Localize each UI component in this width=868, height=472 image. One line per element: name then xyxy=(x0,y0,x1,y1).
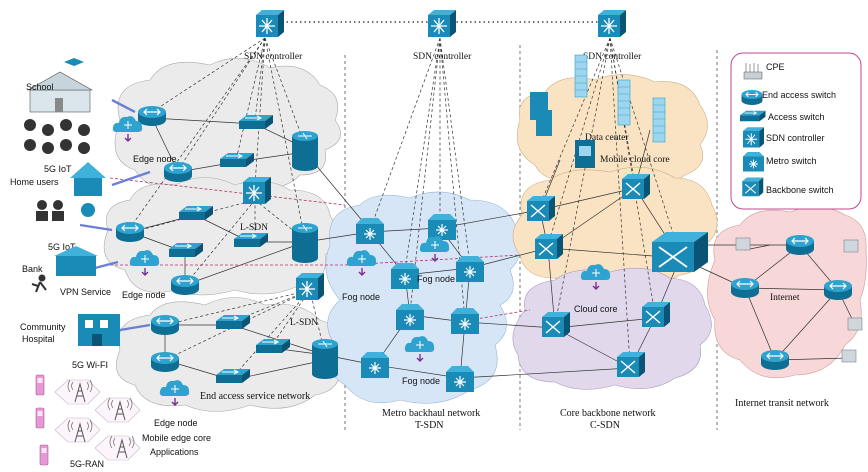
end-access-switch[interactable] xyxy=(150,314,180,336)
lsdn-label: L-SDN xyxy=(240,223,268,233)
local-sdn-controller[interactable] xyxy=(295,272,325,301)
iot-label: 5G IoT xyxy=(48,242,76,252)
bank-building-icon xyxy=(54,246,98,276)
backbone-switch[interactable] xyxy=(641,301,671,328)
phone-icon xyxy=(35,374,45,396)
backbone-switch-icon xyxy=(741,176,764,197)
backbone-switch[interactable] xyxy=(541,311,571,338)
internet-transit-label: Internet transit network xyxy=(735,398,829,409)
end-access-switch[interactable] xyxy=(137,105,167,127)
metro-switch[interactable] xyxy=(427,213,457,241)
metro-switch[interactable] xyxy=(360,351,390,379)
backbone-switch[interactable] xyxy=(534,233,564,260)
edge-node-label: Edge node xyxy=(133,154,177,164)
csdn-label: C-SDN xyxy=(590,420,620,431)
school-building-icon xyxy=(26,58,94,113)
core-router-large[interactable] xyxy=(652,232,708,272)
phone-icon xyxy=(35,407,45,429)
end-access-switch[interactable] xyxy=(170,274,200,296)
cloud-core-label: Cloud core xyxy=(574,304,618,314)
controller-label-left: SDN controller xyxy=(244,52,303,62)
bank-label: Bank xyxy=(22,264,43,274)
end-access-network-label: End access service network xyxy=(200,391,310,402)
mobile-edge-core-label: Mobile edge core xyxy=(142,433,211,443)
router-icon xyxy=(741,89,763,106)
metro-backhaul-label: Metro backhaul network xyxy=(382,408,480,419)
legend-label: Metro switch xyxy=(766,156,817,166)
tsdn-label: T-SDN xyxy=(415,420,444,431)
student-devices-icon xyxy=(24,119,90,154)
metro-switch[interactable] xyxy=(450,307,480,335)
iot-label: 5G IoT xyxy=(44,164,72,174)
end-access-switch[interactable] xyxy=(150,351,180,373)
core-cylinder[interactable] xyxy=(291,130,319,172)
legend-label: Backbone switch xyxy=(766,185,834,195)
metro-switch[interactable] xyxy=(445,365,475,393)
lsdn-label: L-SDN xyxy=(290,318,318,328)
fog-node-label: Fog node xyxy=(342,292,380,302)
community-label: Community xyxy=(20,322,66,332)
wifi-label: 5G Wi-FI xyxy=(72,360,108,370)
fog-node-label: Fog node xyxy=(417,274,455,284)
data-center-servers xyxy=(530,54,666,168)
local-sdn-controller[interactable] xyxy=(242,176,272,205)
end-access-switch[interactable] xyxy=(730,277,760,299)
end-access-switch[interactable] xyxy=(163,161,193,183)
metro-switch[interactable] xyxy=(395,303,425,331)
ran-hexagons xyxy=(54,379,141,461)
end-access-switch[interactable] xyxy=(785,234,815,256)
home-house-icon xyxy=(70,162,106,196)
legend-label: End access switch xyxy=(762,90,836,100)
legend-label: Access switch xyxy=(768,112,825,122)
edge-node-label: Edge node xyxy=(122,290,166,300)
end-access-switch[interactable] xyxy=(115,221,145,243)
legend: CPE End access switch Access switch SDN … xyxy=(730,52,862,210)
fog-node-label: Fog node xyxy=(402,376,440,386)
core-cylinder[interactable] xyxy=(311,338,339,380)
metro-switch[interactable] xyxy=(355,217,385,245)
hospital-label: Hospital xyxy=(22,334,55,344)
hospital-building-icon xyxy=(78,314,120,346)
sdn-controller-mid[interactable] xyxy=(427,9,457,38)
backbone-switch[interactable] xyxy=(526,195,556,222)
sdn-controller-icon xyxy=(742,126,765,148)
runner-icon xyxy=(31,274,47,293)
edge-node-label: Edge node xyxy=(154,418,198,428)
access-cloud xyxy=(103,57,343,412)
school-label: School xyxy=(26,82,54,92)
ran-label: 5G-RAN xyxy=(70,459,104,469)
phone-icon xyxy=(39,444,49,466)
data-center-label: Data center xyxy=(585,133,629,143)
home-users-label: Home users xyxy=(10,177,59,187)
legend-label: SDN controller xyxy=(766,133,825,143)
legend-label: CPE xyxy=(766,62,785,72)
metro-switch[interactable] xyxy=(455,255,485,283)
controller-label-mid: SDN controller xyxy=(413,52,472,62)
backbone-switch[interactable] xyxy=(616,351,646,378)
backbone-switch[interactable] xyxy=(621,173,651,200)
internet-label: Internet xyxy=(770,293,800,303)
cpe-icon xyxy=(743,63,763,80)
applications-label: Applications xyxy=(150,447,199,457)
end-access-switch[interactable] xyxy=(760,349,790,371)
desktop-computer-icon xyxy=(735,237,863,363)
metro-switch[interactable] xyxy=(390,262,420,290)
end-access-switch[interactable] xyxy=(823,279,853,301)
sdn-controller-left[interactable] xyxy=(255,9,285,38)
metro-switch-icon xyxy=(742,151,765,172)
sdn-controller-right[interactable] xyxy=(597,9,627,38)
core-backbone-label: Core backbone network xyxy=(560,408,656,419)
mobile-cloud-core-label: Mobile cloud core xyxy=(600,155,670,165)
users-icon xyxy=(36,200,95,221)
vpn-label: VPN Service xyxy=(60,287,111,297)
core-cylinder[interactable] xyxy=(291,222,319,264)
controller-label-right: SDN controller xyxy=(583,52,642,62)
